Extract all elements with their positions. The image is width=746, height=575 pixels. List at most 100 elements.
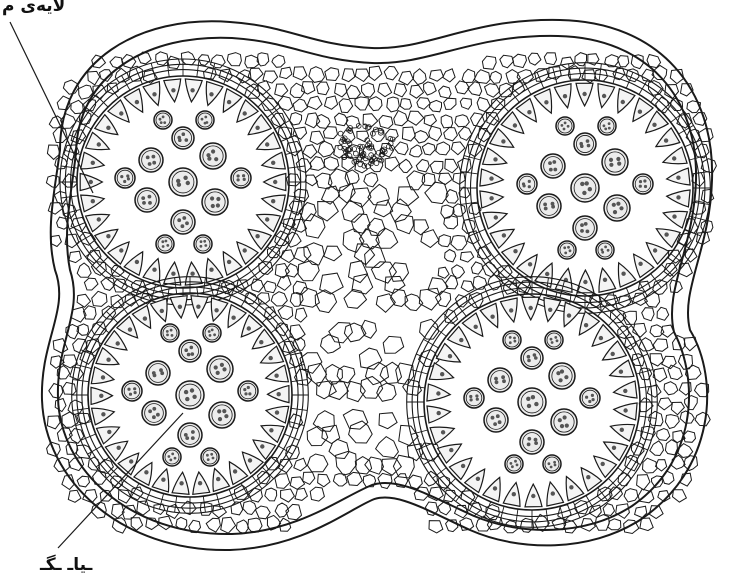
- tapetum-nucleus: [441, 430, 445, 434]
- tapetum-nucleus: [231, 316, 235, 320]
- pollen-nucleus: [531, 395, 535, 399]
- pollen-nucleus: [560, 369, 564, 373]
- tapetum-cell: [257, 132, 281, 149]
- tapetum-nucleus: [152, 268, 156, 272]
- parenchyma-cell: [451, 236, 467, 251]
- pollen-nucleus: [148, 201, 152, 205]
- tapetum-cell: [610, 360, 634, 377]
- tapetum-nucleus: [551, 491, 555, 495]
- parenchyma-cell: [382, 459, 402, 476]
- parenchyma-cell: [181, 52, 195, 65]
- tapetum-nucleus: [255, 234, 259, 238]
- parenchyma-cell: [77, 476, 89, 487]
- tapetum-nucleus: [209, 268, 213, 272]
- pollen-nucleus: [177, 183, 181, 187]
- tapetum-nucleus: [143, 316, 147, 320]
- parenchyma-cell: [618, 56, 629, 67]
- parenchyma-cell: [445, 159, 458, 173]
- pollen-grain: [161, 324, 179, 342]
- tapetum-nucleus: [672, 214, 676, 218]
- parenchyma-cell: [414, 220, 429, 235]
- parenchyma-cell: [307, 454, 328, 472]
- pollen-nucleus: [469, 395, 472, 398]
- tapetum-nucleus: [501, 139, 505, 143]
- tapetum-nucleus: [119, 111, 123, 115]
- pollen-nucleus: [161, 240, 164, 243]
- tapetum-nucleus: [493, 157, 497, 161]
- pollen-nucleus: [585, 396, 588, 399]
- pollen-nucleus: [224, 414, 228, 418]
- tapetum-nucleus: [91, 161, 95, 165]
- tapetum-nucleus: [129, 459, 133, 463]
- pollen-nucleus: [527, 359, 531, 363]
- tapetum-nucleus: [271, 199, 275, 203]
- parenchyma-cell: [369, 97, 382, 111]
- parenchyma-cell: [438, 267, 449, 278]
- wall-cell-boundary: [639, 386, 656, 388]
- pollen-nucleus: [141, 196, 145, 200]
- pollen-nucleus: [186, 181, 190, 185]
- tapetum-nucleus: [269, 356, 273, 360]
- tapetum-nucleus: [107, 430, 111, 434]
- pollen-nucleus: [204, 116, 207, 119]
- pollen-grain: [201, 448, 219, 466]
- parenchyma-cell: [413, 69, 426, 85]
- pollen-nucleus: [211, 329, 214, 332]
- pollen-nucleus: [601, 251, 604, 254]
- parenchyma-cell: [441, 115, 452, 128]
- tapetum-nucleus: [611, 352, 615, 356]
- pollen-nucleus: [185, 138, 189, 142]
- wall-cell-boundary: [516, 509, 518, 526]
- wall-cell-boundary: [159, 494, 163, 510]
- pollen-nucleus: [163, 121, 166, 124]
- parenchyma-cell: [422, 143, 435, 155]
- pollen-grain: [154, 111, 172, 129]
- pollen-grain: [556, 117, 574, 135]
- parenchyma-cell: [349, 421, 373, 443]
- tapetum-nucleus: [91, 199, 95, 203]
- pollen-grain: [171, 210, 195, 234]
- pollen-nucleus: [586, 230, 590, 234]
- tapetum-nucleus: [265, 142, 269, 146]
- pollen-nucleus: [527, 404, 531, 408]
- vascular-bundle: [338, 124, 395, 169]
- parenchyma-cell: [293, 99, 307, 112]
- tapetum-nucleus: [152, 92, 156, 96]
- pollen-grain: [543, 455, 561, 473]
- tapetum-nucleus: [602, 94, 606, 98]
- tapetum-nucleus: [196, 305, 200, 309]
- pollen-nucleus: [582, 191, 586, 195]
- parenchyma-cell: [394, 111, 408, 126]
- pollen-nucleus: [548, 161, 552, 165]
- pollen-nucleus: [133, 387, 136, 390]
- pollen-nucleus: [210, 196, 214, 200]
- tapetum-nucleus: [274, 374, 278, 378]
- pollen-grain: [203, 324, 221, 342]
- pollen-nucleus: [142, 201, 146, 205]
- tapetum-cell: [501, 298, 518, 322]
- pollen-nucleus: [493, 422, 497, 426]
- parenchyma-cell: [335, 113, 348, 126]
- pollen-nucleus: [498, 420, 502, 424]
- pollen-nucleus: [516, 464, 519, 467]
- label-tapetum-layer: لایه‌ی م: [2, 0, 65, 16]
- wall-cell-boundary: [573, 502, 580, 518]
- leader-line-top: [10, 22, 93, 193]
- tapetum-cell: [430, 427, 454, 444]
- parenchyma-cell: [176, 517, 187, 529]
- pollen-grain: [209, 402, 235, 428]
- parenchyma-cell: [298, 261, 319, 281]
- tapetum-nucleus: [664, 138, 668, 142]
- parenchyma-cell: [278, 306, 293, 320]
- pollen-nucleus: [548, 462, 551, 465]
- parenchyma-cell: [429, 100, 441, 111]
- tapetum-nucleus: [135, 100, 139, 104]
- pollen-nucleus: [148, 195, 152, 199]
- wall-cell-boundary: [464, 216, 481, 220]
- tapetum-cell: [598, 84, 615, 108]
- tapetum-nucleus: [243, 248, 247, 252]
- parenchyma-cell: [378, 83, 392, 97]
- pollen-nucleus: [220, 363, 224, 367]
- parenchyma-cell: [347, 472, 362, 485]
- parenchyma-cell: [307, 96, 322, 109]
